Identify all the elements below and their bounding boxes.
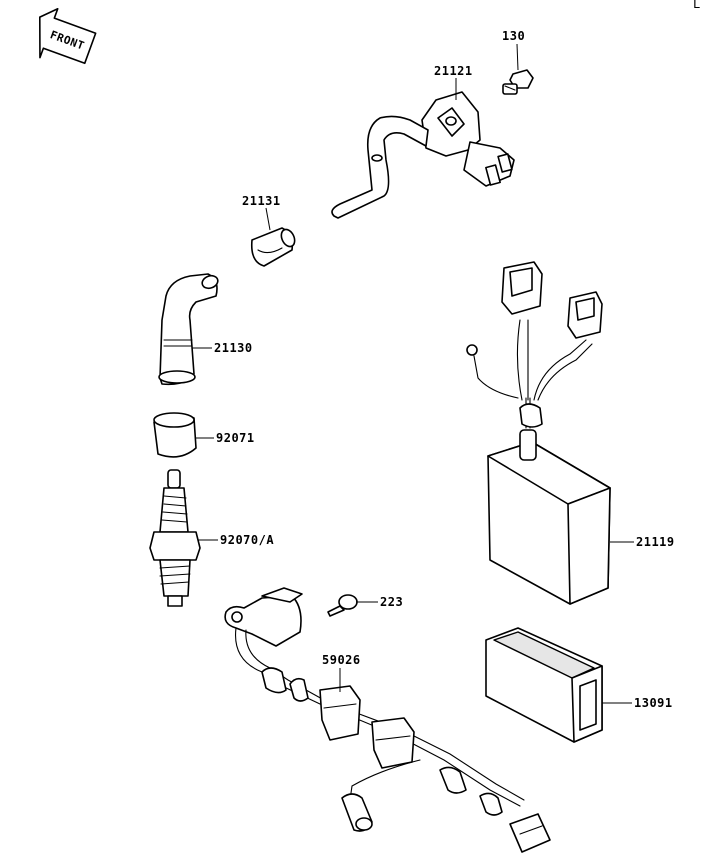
screw-223 xyxy=(327,594,378,617)
cap-21131 xyxy=(250,207,296,267)
callout-13091: 13091 xyxy=(634,696,673,710)
pickup-harness-59026 xyxy=(224,587,551,853)
callout-21121: 21121 xyxy=(434,64,473,78)
callout-92070-a: 92070/A xyxy=(220,533,274,547)
bolt-130 xyxy=(502,43,534,95)
callout-223: 223 xyxy=(380,595,403,609)
callout-21119: 21119 xyxy=(636,535,675,549)
front-arrow: FRONT xyxy=(38,7,97,65)
cdi-unit-21119 xyxy=(466,261,634,605)
corner-mark: L xyxy=(693,0,701,11)
callout-21130: 21130 xyxy=(214,341,253,355)
plug-cap-21130 xyxy=(158,273,219,386)
ignition-coil-21121 xyxy=(331,78,515,219)
callout-59026: 59026 xyxy=(322,653,361,667)
cover-13091 xyxy=(485,627,632,743)
callout-21131: 21131 xyxy=(242,194,281,208)
spark-plug-92070 xyxy=(149,469,218,607)
cap-92071 xyxy=(153,412,214,458)
callout-130: 130 xyxy=(502,29,525,43)
callout-92071: 92071 xyxy=(216,431,255,445)
